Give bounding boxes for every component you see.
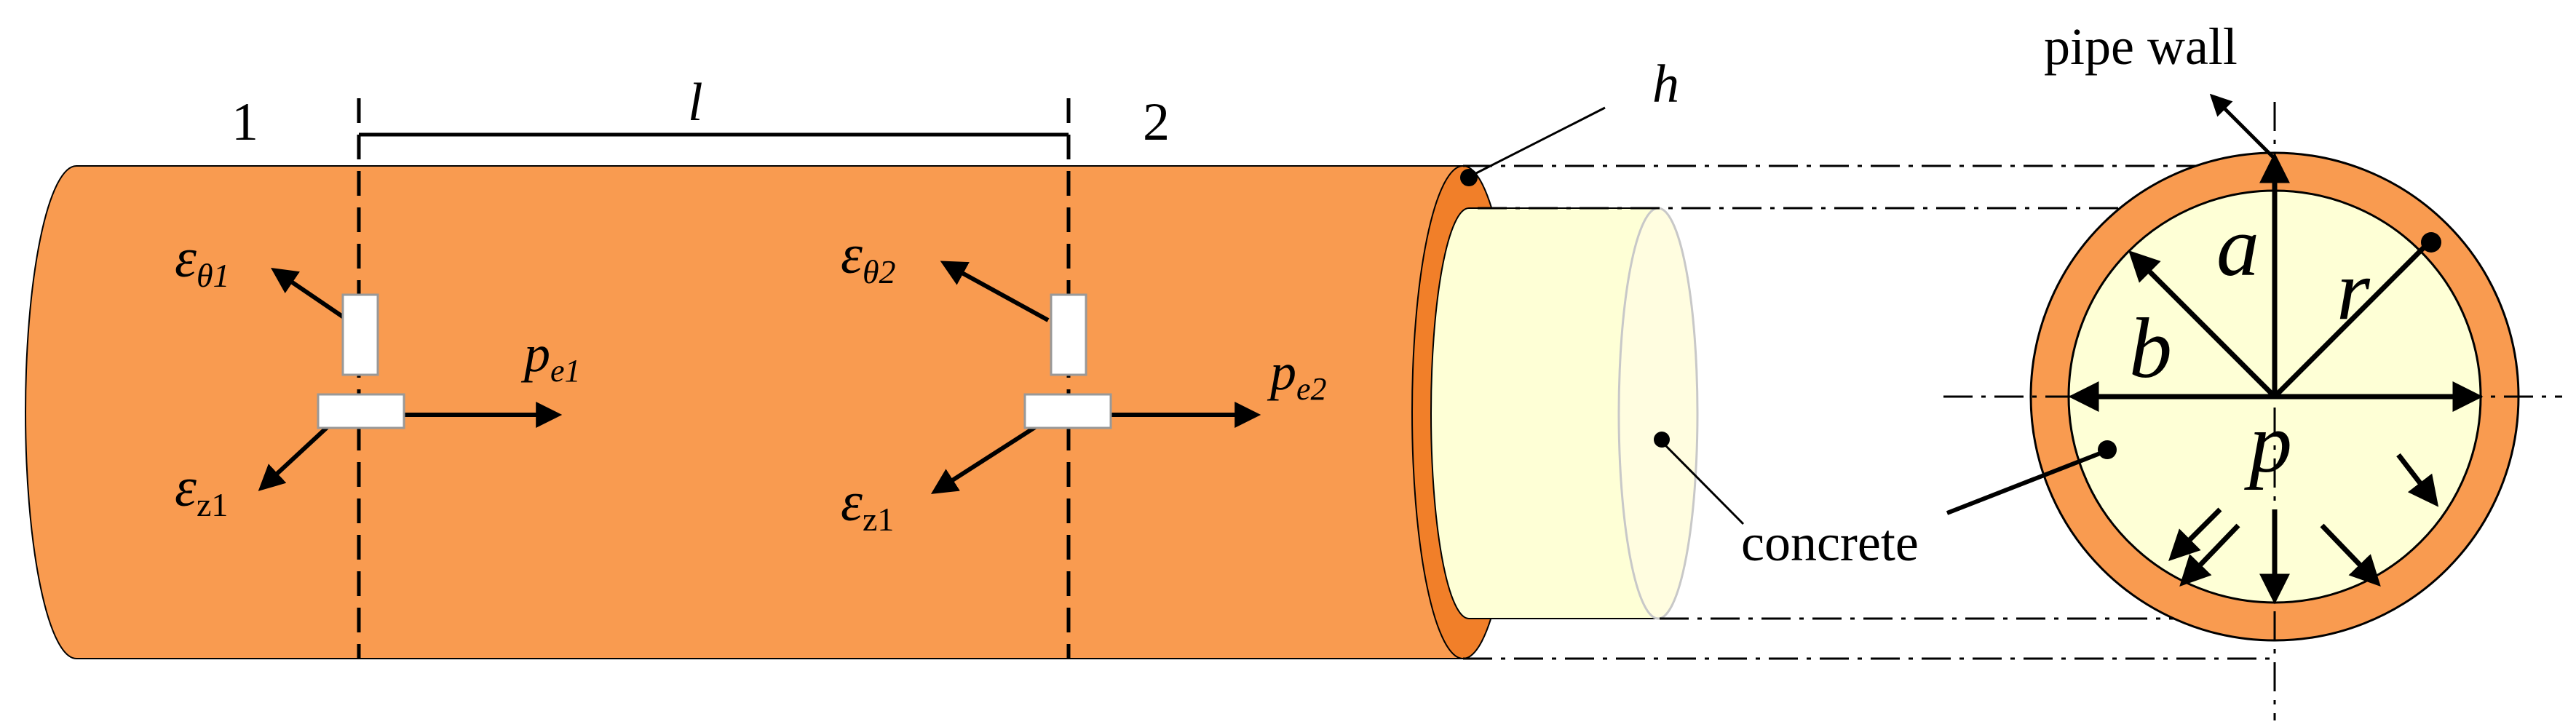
radius-b-label: b: [2129, 301, 2172, 396]
radius-a-label: a: [2216, 199, 2259, 294]
gauge-2-hoop-arrow: [940, 261, 1050, 322]
section-2-label: 2: [1143, 92, 1170, 152]
gauge-1-axial-element: [317, 393, 405, 429]
gauge-1-hoop-arrow: [271, 267, 349, 322]
concrete-core: [1469, 207, 1745, 620]
gauge-1-axial-arrow: [258, 421, 333, 491]
thickness-label: h: [1652, 55, 1679, 114]
section-1-label: 1: [231, 92, 258, 152]
cross-section: [1943, 93, 2562, 720]
gauge-2-hoop-element: [1050, 293, 1087, 376]
thickness-point-marker-icon: [1460, 169, 1478, 186]
section-markers: [357, 98, 1071, 659]
radius-r-label: r: [2337, 242, 2371, 338]
spacing-label: l: [688, 73, 703, 132]
pipe-wall-pointer-arrow: [2209, 93, 2276, 160]
gauge-2-axial-strain-label: εz1: [841, 472, 894, 538]
pipe-cylinder: [25, 165, 1464, 659]
gauge-2-pressure-label: pe2: [1267, 343, 1327, 407]
gauge-1-axial-strain-label: εz1: [175, 457, 228, 523]
pressure-arrow-4: [2320, 523, 2381, 587]
concrete-point-marker-icon: [1654, 432, 1670, 448]
pressure-arrow-2: [2179, 523, 2240, 587]
concrete-pointer-line: [1946, 451, 2101, 515]
pipe-body: [25, 165, 1515, 659]
concrete-leader-line: [1664, 444, 1745, 525]
gauge-2-axial-element: [1023, 393, 1112, 429]
wall-thickness-callout: h: [1460, 55, 1679, 186]
pressure-arrow-5: [2396, 453, 2439, 507]
radius-r-line: [2272, 242, 2430, 399]
pressure-arrow-1: [2168, 507, 2222, 561]
pressure-label: p: [2244, 395, 2292, 490]
gauge-1-pressure-label: pe1: [520, 325, 581, 389]
cross-section-concrete-point-marker-icon: [2098, 440, 2117, 459]
strain-gauge-1: [258, 267, 563, 491]
radius-b-arrow: [2128, 250, 2277, 399]
gauge-2-hoop-strain-label: εθ2: [841, 224, 896, 290]
pipe-wall-label: pipe wall: [2044, 17, 2238, 76]
concrete-core-face: [1617, 207, 1699, 620]
gauge-2-axial-arrow: [930, 421, 1042, 494]
radius-r-point-marker-icon: [2421, 232, 2441, 253]
concrete-label: concrete: [1741, 514, 1919, 572]
gauge-1-hoop-element: [341, 293, 379, 376]
strain-gauge-2: [930, 261, 1261, 494]
gauge-1-hoop-strain-label: εθ1: [175, 228, 230, 294]
